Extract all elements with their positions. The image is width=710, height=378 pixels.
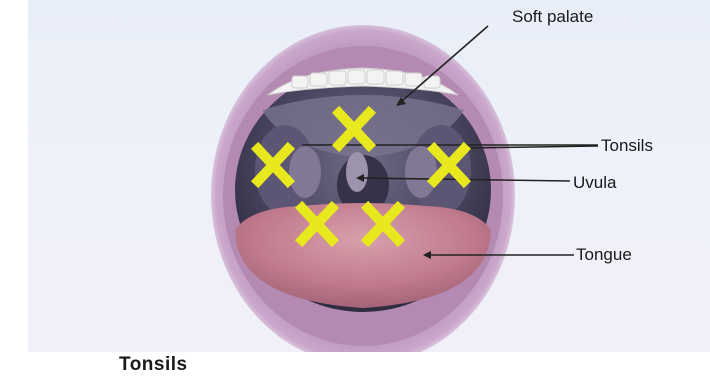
bottom-margin (0, 352, 710, 378)
tonsils-label: Tonsils (601, 136, 653, 156)
tongue-label: Tongue (576, 245, 632, 265)
uvula-label: Uvula (573, 173, 616, 193)
left-margin (0, 0, 28, 378)
soft-palate-label: Soft palate (512, 7, 593, 27)
left-tonsil (289, 146, 321, 198)
uvula (346, 152, 368, 192)
figure-caption: Tonsils (119, 354, 188, 376)
